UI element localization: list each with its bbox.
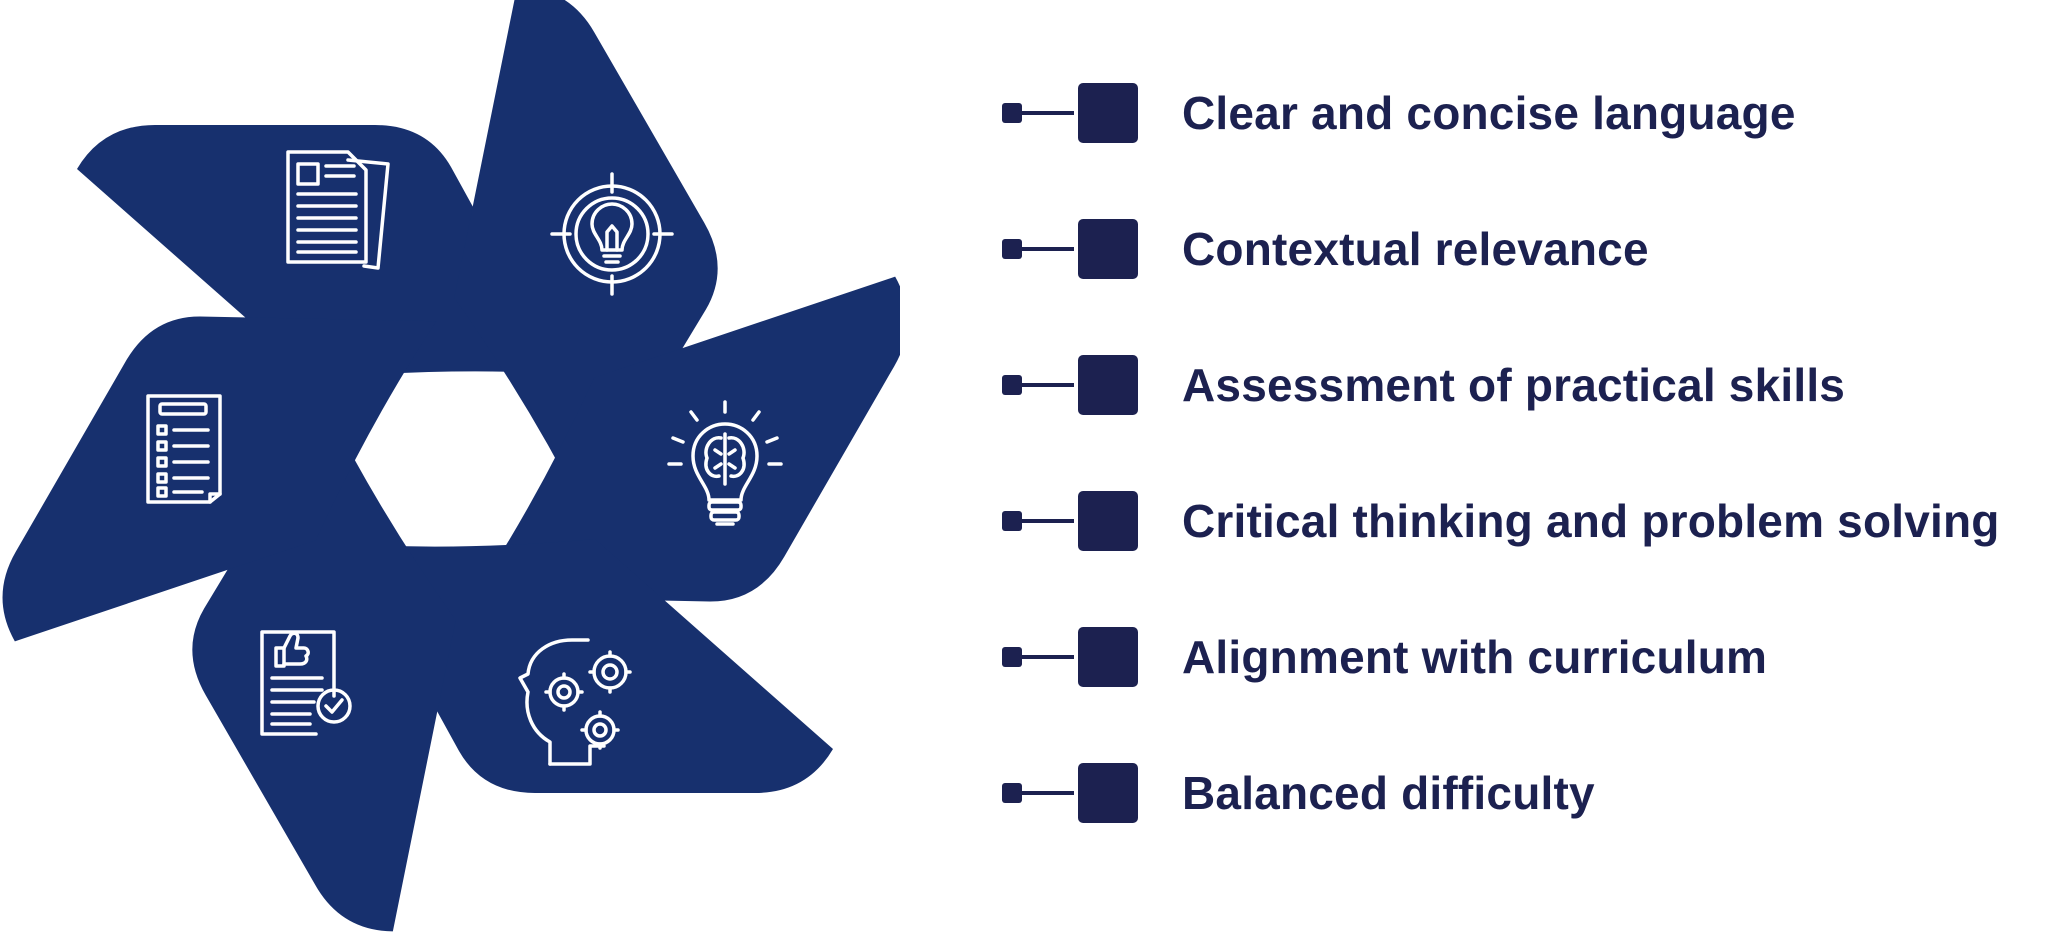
criteria-item: Clear and concise language (990, 78, 2048, 148)
criteria-item: Assessment of practical skills (990, 350, 2048, 420)
connector (990, 758, 1140, 828)
criteria-item: Critical thinking and problem solving (990, 486, 2048, 556)
criteria-label: Clear and concise language (1182, 87, 1796, 139)
head-gears-icon (518, 638, 632, 766)
criteria-label: Contextual relevance (1182, 223, 1649, 275)
connector-dot (1002, 647, 1022, 667)
bullet-square (1078, 355, 1138, 415)
brain-lightbulb-icon (667, 400, 783, 526)
bullet-square (1078, 627, 1138, 687)
connector (990, 486, 1140, 556)
bullet-square (1078, 763, 1138, 823)
bullet-square (1078, 83, 1138, 143)
connector (990, 622, 1140, 692)
checklist-icon (146, 394, 222, 504)
connector-dot (1002, 375, 1022, 395)
connector-line (1018, 791, 1074, 795)
connector-dot (1002, 783, 1022, 803)
connector (990, 350, 1140, 420)
cycle-diagram (0, 0, 900, 940)
connector-line (1018, 519, 1074, 523)
criteria-item: Alignment with curriculum (990, 622, 2048, 692)
criteria-label: Critical thinking and problem solving (1182, 495, 2000, 547)
criteria-label: Alignment with curriculum (1182, 631, 1768, 683)
criteria-item: Contextual relevance (990, 214, 2048, 284)
connector-dot (1002, 103, 1022, 123)
criteria-label: Assessment of practical skills (1182, 359, 1846, 411)
approved-document-icon (260, 630, 352, 736)
criteria-list: Clear and concise language Contextual re… (990, 78, 2048, 868)
connector-line (1018, 655, 1074, 659)
bullet-square (1078, 491, 1138, 551)
connector-line (1018, 111, 1074, 115)
connector (990, 214, 1140, 284)
connector-dot (1002, 511, 1022, 531)
criteria-item: Balanced difficulty (990, 758, 2048, 828)
bullet-square (1078, 219, 1138, 279)
connector-line (1018, 247, 1074, 251)
documents-icon (286, 150, 390, 270)
target-lightbulb-icon (550, 172, 674, 296)
connector-line (1018, 383, 1074, 387)
connector (990, 78, 1140, 148)
connector-dot (1002, 239, 1022, 259)
criteria-label: Balanced difficulty (1182, 767, 1595, 819)
